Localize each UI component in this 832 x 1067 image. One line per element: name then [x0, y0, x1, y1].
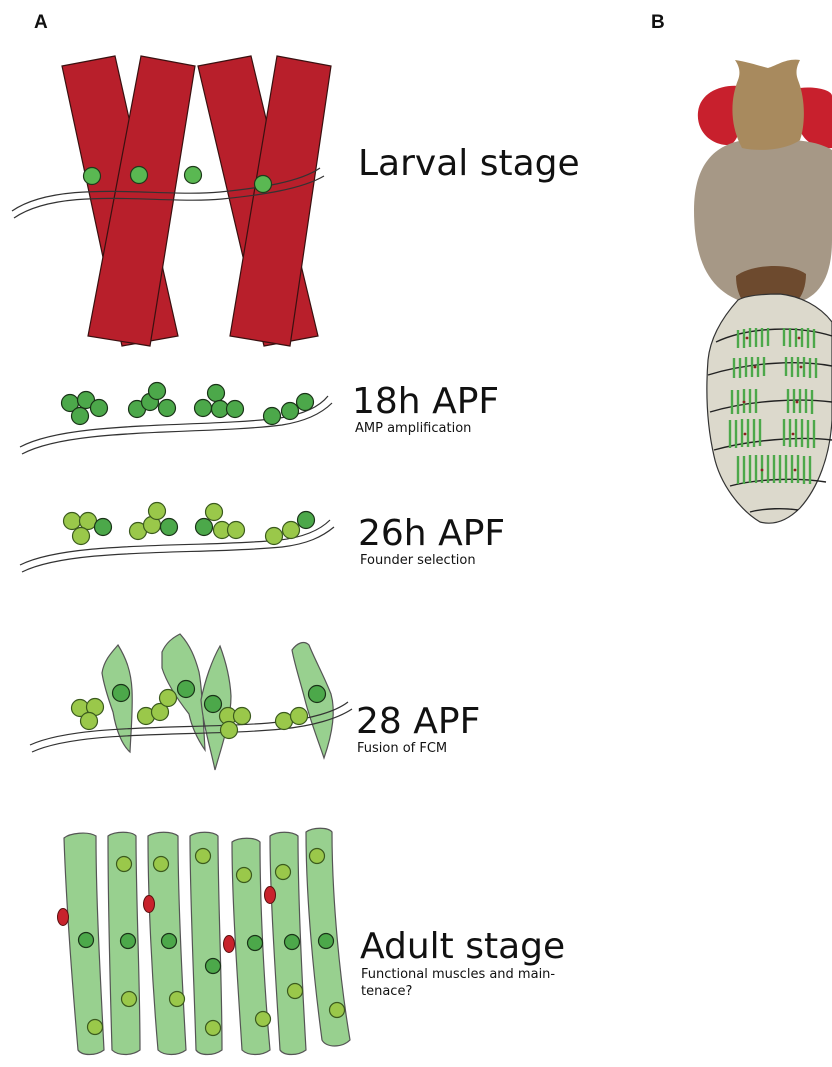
stage-title-larval: Larval stage — [358, 143, 580, 184]
adult-stage-illustration — [58, 828, 351, 1054]
apf28-illustration — [30, 634, 352, 770]
panel-label-a: A — [34, 12, 48, 33]
larval-muscle-fibers — [62, 56, 331, 346]
stage-title-26h: 26h APF — [358, 513, 505, 554]
stage-subtitle-adult-line1: Functional muscles and main- — [361, 967, 555, 982]
larval-stage-illustration — [12, 56, 331, 346]
stage-subtitle-26h: Founder selection — [360, 553, 476, 568]
stage-title-28: 28 APF — [356, 701, 480, 742]
stage-title-adult: Adult stage — [360, 926, 565, 967]
apf26-illustration — [20, 503, 334, 573]
fly-head — [732, 60, 803, 150]
fly-illustration — [694, 60, 832, 524]
apf18-amp-clusters — [62, 383, 314, 425]
stage-subtitle-28: Fusion of FCM — [357, 741, 447, 756]
fly-eye-right — [800, 87, 832, 148]
stage-title-18h: 18h APF — [352, 381, 499, 422]
stage-subtitle-18h: AMP amplification — [355, 421, 471, 436]
stage-subtitle-adult-line2: tenace? — [361, 984, 412, 999]
panel-label-b: B — [651, 12, 665, 33]
apf18-illustration — [20, 383, 332, 455]
